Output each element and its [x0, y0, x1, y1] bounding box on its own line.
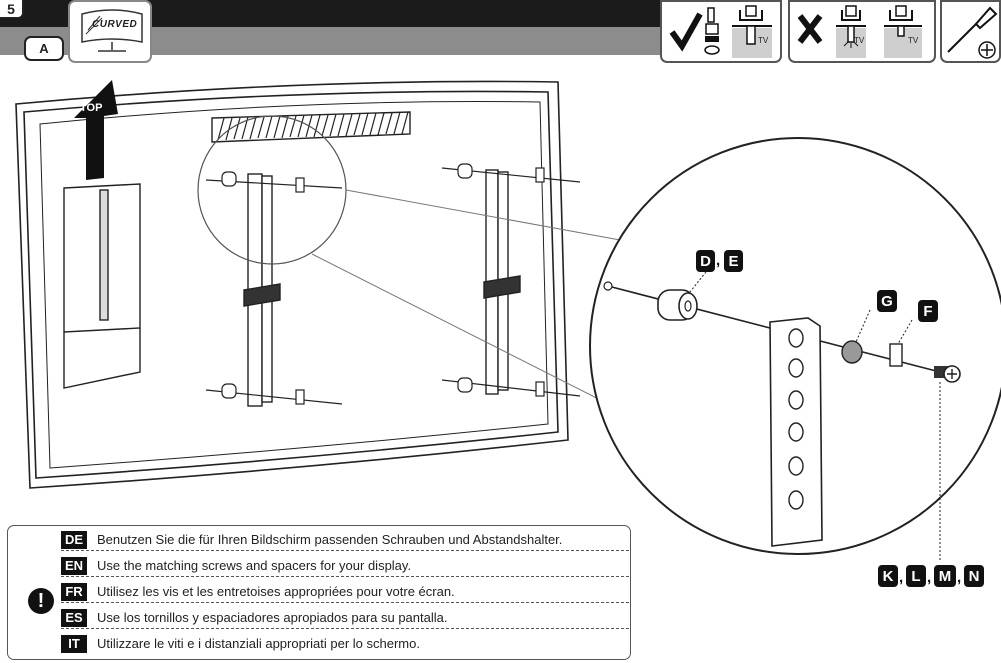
left-bracket — [243, 173, 281, 407]
language-code: EN — [61, 557, 87, 575]
curved-tv-icon — [81, 9, 143, 52]
part-separator: , — [899, 569, 904, 586]
top-arrow-icon — [74, 80, 118, 180]
tv-label: TV — [908, 36, 919, 45]
language-code: DE — [61, 531, 87, 549]
wrong-combination-icon: TV TV — [788, 0, 936, 63]
instruction-row: EN Use the matching screws and spacers f… — [61, 555, 629, 577]
part-label-g: G — [877, 290, 897, 312]
correct-combination-icon: TV — [660, 0, 782, 63]
tv-label: TV — [758, 36, 769, 45]
instruction-text: Use los tornillos y espaciadores apropia… — [97, 610, 448, 625]
curved-tv-logo: CURVED — [68, 0, 152, 63]
sub-step-label: A — [24, 36, 64, 61]
part-label-l: L — [906, 565, 926, 587]
language-code: FR — [61, 583, 87, 601]
instruction-row: DE Benutzen Sie die für Ihren Bildschirm… — [61, 529, 629, 551]
instruction-row: ES Use los tornillos y espaciadores apro… — [61, 607, 629, 629]
part-label-f: F — [918, 300, 938, 322]
screw-assemblies — [205, 163, 581, 405]
instruction-panel: ! DE Benutzen Sie die für Ihren Bildschi… — [7, 525, 631, 660]
right-bracket — [483, 169, 521, 395]
instruction-row: FR Utilisez les vis et les entretoises a… — [61, 581, 629, 603]
instruction-text: Utilisez les vis et les entretoises appr… — [97, 584, 455, 599]
detail-circle — [589, 137, 1001, 562]
part-label-d: D — [696, 250, 715, 272]
instruction-text: Utilizzare le viti e i distanziali appro… — [97, 636, 420, 651]
part-label-n: N — [964, 565, 984, 587]
instruction-text: Use the matching screws and spacers for … — [97, 558, 412, 573]
part-separator: , — [927, 569, 932, 586]
tv-back-outline — [15, 80, 569, 489]
part-separator: , — [957, 569, 962, 586]
instruction-row: IT Utilizzare le viti e i distanziali ap… — [61, 633, 629, 654]
top-label: TOP — [80, 102, 103, 114]
step-number: 5 — [0, 0, 24, 19]
language-code: IT — [61, 635, 87, 653]
part-label-k: K — [878, 565, 898, 587]
part-separator: , — [716, 252, 721, 269]
magnifier-line — [311, 253, 641, 421]
part-label-m: M — [934, 565, 956, 587]
connector-panel — [63, 183, 141, 389]
logo-text: CURVED — [92, 19, 138, 30]
warning-icon: ! — [28, 588, 54, 614]
screwdriver-icon — [940, 0, 1001, 63]
language-code: ES — [61, 609, 87, 627]
magnifier-line — [345, 189, 621, 241]
part-label-e: E — [724, 250, 743, 272]
tv-label: TV — [854, 36, 865, 45]
instruction-text: Benutzen Sie die für Ihren Bildschirm pa… — [97, 532, 563, 547]
